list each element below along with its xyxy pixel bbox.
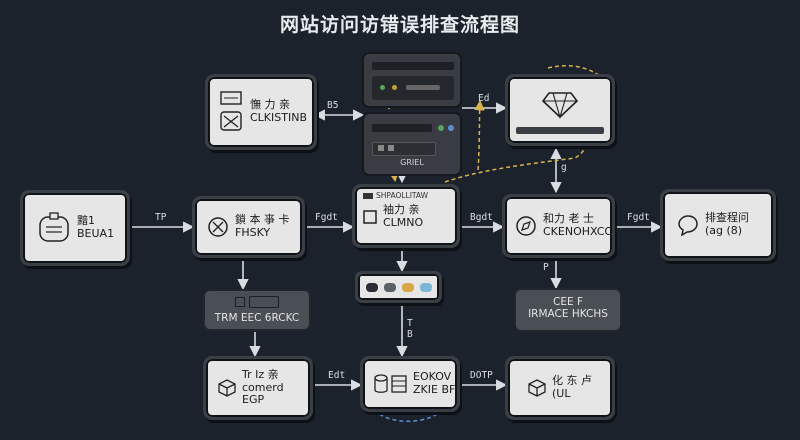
node-bottom-left-line1: Tr Iz 亲 (242, 368, 279, 382)
center-header: SHPAOLLITAW (376, 191, 429, 200)
dark-node-right-line2: IRMACE HKCHS (528, 308, 608, 320)
dark-node-right-line1: CEE F (553, 296, 583, 308)
diagram-title: 网站访问访错误排查流程图 (279, 14, 520, 36)
node-right-line2: CKENOHXCO (543, 225, 614, 238)
node-dns-line2: FHSKY (235, 226, 271, 239)
node-bottom-center-line1: EOKOV (413, 370, 452, 384)
edge-label-topright-right: g (561, 162, 567, 173)
node-bottom-right[interactable]: 化 东 卢 (UL (505, 356, 615, 420)
node-bottom-right-line2: (UL (552, 387, 571, 400)
cube-icon (528, 379, 546, 397)
node-right-line1: 和力 老 士 (543, 212, 594, 226)
dashed-path-up (474, 99, 485, 171)
node-bottom-left-line2: comerd (242, 380, 284, 394)
edge-label-right-darkright: P (543, 262, 549, 273)
node-bottom-center[interactable]: EOKOV ZKIE BF (360, 356, 460, 412)
edge-label-dns-center: Fgdt (315, 212, 338, 223)
status-dots-strip (355, 271, 442, 303)
status-dot-4 (419, 282, 432, 292)
edge-label-bl-bc: Edt (328, 370, 346, 381)
square-outline-icon (363, 209, 377, 224)
node-top-left-line2: CLKISTINB (250, 111, 307, 124)
compass-x-icon (207, 216, 229, 238)
node-right[interactable]: 和力 老 士 CKENOHXCO (502, 194, 615, 258)
envelope-x-icon (218, 90, 246, 134)
speech-bubble-icon (677, 214, 699, 236)
node-final-line2: (ag (8) (705, 224, 743, 237)
status-dot-2 (383, 282, 396, 292)
server-label-bottom: GRIEL (400, 158, 424, 167)
edge-label-center-right: Bgdt (470, 212, 493, 223)
diamond-gem-icon (541, 87, 579, 119)
node-dns-line1: 鎖 本 亊 卡 (235, 213, 290, 227)
dashed-path-return (444, 94, 595, 183)
server-rack-bottom: GRIEL (362, 112, 462, 176)
node-final-line1: 排查程问 (705, 211, 749, 225)
node-top-right[interactable] (505, 74, 615, 146)
edge-label-right-final: Fgdt (627, 212, 650, 223)
node-final[interactable]: 排查程问 (ag (8) (660, 189, 776, 261)
node-bottom-right-line1: 化 东 卢 (552, 374, 592, 388)
dark-node-left-label: TRM EEC 6RCKC (214, 312, 300, 324)
dashed-path-server (387, 97, 399, 183)
edge-label-bc-br: DOTP (470, 370, 493, 381)
node-top-right-bar (516, 126, 604, 134)
edge-label-client-dns: TP (155, 212, 167, 223)
node-center[interactable]: SHPAOLLITAW 袖力 亲 CLMNO (352, 184, 460, 248)
node-center-line2: CLMNO (383, 215, 424, 229)
node-dns[interactable]: 鎖 本 亊 卡 FHSKY (192, 196, 305, 258)
node-center-line1: 袖力 亲 (383, 203, 420, 216)
node-bottom-left[interactable]: Tr Iz 亲 comerd EGP (203, 356, 313, 420)
dark-node-left[interactable]: TRM EEC 6RCKC (203, 289, 311, 331)
edge-label-server-topright: Ed (478, 93, 490, 104)
database-cylinder-icon (373, 373, 409, 395)
node-top-left-line1: 憮 力 亲 (250, 98, 290, 112)
status-dot-3 (401, 282, 414, 292)
cube-icon (218, 379, 236, 397)
server-rack-top (362, 52, 462, 108)
node-client[interactable]: 黯1 BEUA1 (20, 190, 130, 266)
edge-label-center-bottom: T B (407, 318, 413, 341)
node-bottom-left-line3: EGP (242, 393, 265, 407)
node-bottom-center-line2: ZKIE BF (413, 383, 456, 396)
node-top-left[interactable]: 憮 力 亲 CLKISTINB (205, 74, 317, 150)
status-dot-1 (365, 282, 378, 292)
compass-icon (515, 215, 537, 237)
dark-node-right[interactable]: CEE F IRMACE HKCHS (514, 288, 622, 332)
edge-label-topleft-server: B5 (327, 100, 339, 111)
clipboard-card-icon (37, 211, 71, 245)
node-client-line2: BEUA1 (77, 227, 115, 240)
node-client-line1: 黯1 (77, 214, 95, 228)
